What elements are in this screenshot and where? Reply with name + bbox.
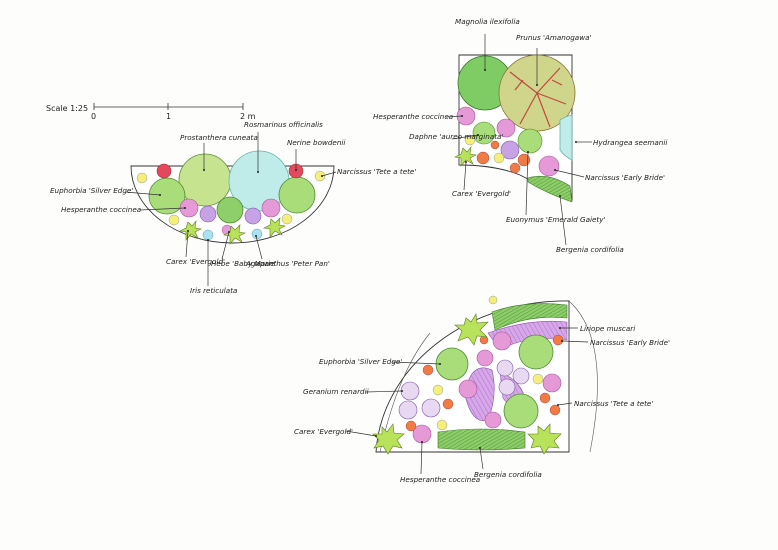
bed3-labels: Liriope muscari Narcissus 'Early Bride' … [294, 324, 670, 484]
label-nerine: Nerine bowdenii [287, 138, 345, 147]
label-carex-2: Carex 'Evergold' [452, 189, 511, 198]
label-iris: Iris reticulata [190, 286, 237, 295]
label-hebe: Hebe 'Baby Marie' [211, 259, 276, 268]
label-euphorbia: Euphorbia 'Silver Edge' [50, 186, 133, 195]
label-prostanthera: Prostanthera cuneata [180, 133, 258, 142]
label-liriope: Liriope muscari [580, 324, 635, 333]
label-narcissus: Narcissus 'Tete a tete' [337, 167, 416, 176]
label-narcissus-tt: Narcissus 'Tete a tete' [574, 399, 653, 408]
bergenia-top [491, 303, 568, 331]
label-hesperantha-2: Hesperanthe coccinea [373, 112, 453, 121]
label-carex: Carex 'Evergold' [166, 257, 225, 266]
prostanthera-plant [178, 153, 232, 207]
bed-quarter-circle [372, 295, 598, 455]
euphorbia-plant-2 [278, 176, 316, 214]
carex-plant [179, 219, 202, 241]
label-euonymus: Euonymus 'Emerald Gaiety' [506, 215, 605, 224]
label-daphne: Daphne 'aureo marginata' [409, 132, 503, 141]
hebe-centre [216, 196, 244, 224]
label-hesperantha: Hesperanthe coccinea [61, 205, 141, 214]
bed1-labels: Prostanthera cuneata Rosmarinus officina… [50, 120, 416, 295]
label-narcissus-eb: Narcissus 'Early Bride' [590, 338, 670, 347]
scale-title: Scale 1:25 [46, 104, 88, 113]
euphorbia-plant [148, 177, 186, 215]
label-prunus: Prunus 'Amanogawa' [516, 33, 591, 42]
scale-tick-1: 1 [166, 112, 171, 121]
label-hesperantha-3: Hesperanthe coccinea [400, 475, 480, 484]
scale-tick-0: 0 [91, 112, 96, 121]
label-bergenia: Bergenia cordifolia [556, 245, 624, 254]
scale-bar: Scale 1:25 0 1 2 m [46, 103, 256, 121]
label-magnolia: Magnolia ilexifolia [455, 17, 520, 26]
hydrangea-plant [559, 114, 573, 161]
label-bergenia-3: Bergenia cordifolia [474, 470, 542, 479]
bed2-labels: Magnolia ilexifolia Prunus 'Amanogawa' H… [373, 17, 667, 254]
label-geranium: Geranium renardii [303, 387, 369, 396]
geranium-plant [400, 381, 420, 401]
label-agapanthus: Agapanthus 'Peter Pan' [245, 259, 330, 268]
bergenia-plant-3 [437, 428, 526, 451]
label-hydrangea: Hydrangea seemanii [593, 138, 667, 147]
label-rosmarinus: Rosmarinus officinalis [244, 120, 323, 129]
label-narcissus-2: Narcissus 'Early Bride' [585, 173, 665, 182]
label-euphorbia-3: Euphorbia 'Silver Edge' [319, 357, 402, 366]
scale-tick-2: 2 m [240, 112, 256, 121]
bed-corner [454, 54, 576, 203]
bergenia-plant [527, 175, 573, 203]
bed-semicircle [130, 150, 335, 245]
label-carex-3: Carex 'Evergold' [294, 427, 353, 436]
